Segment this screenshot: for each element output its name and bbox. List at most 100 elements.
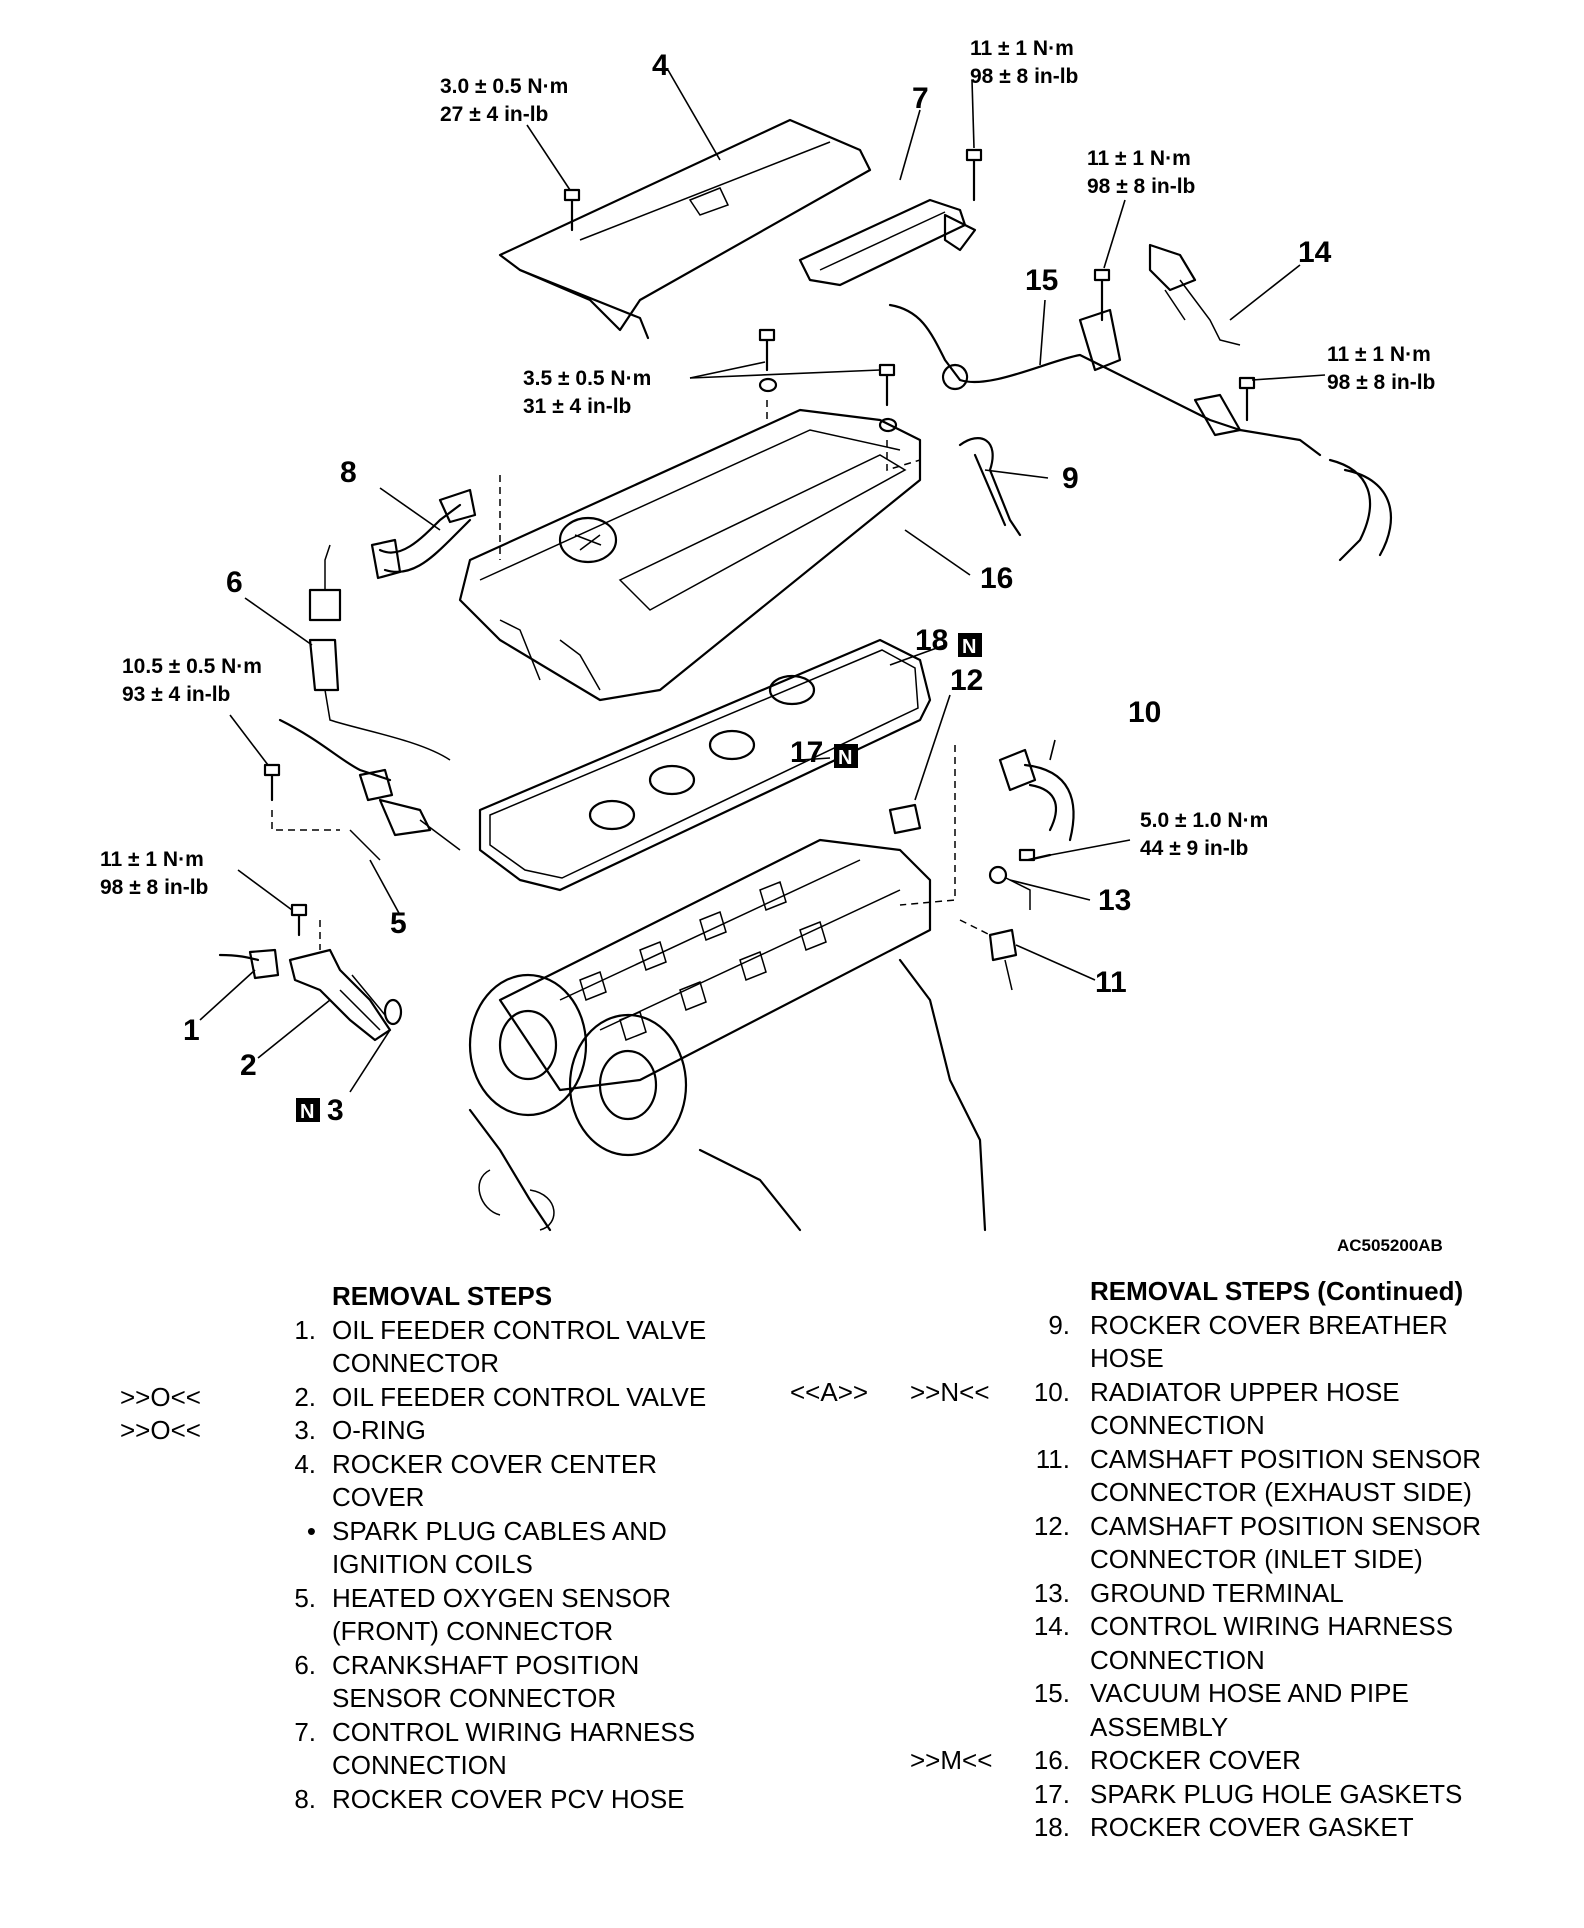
svg-text:N: N (300, 1101, 314, 1123)
step-text: ROCKER COVER GASKET (1090, 1812, 1414, 1842)
torque-2-inlb: 98 ± 8 in-lb (100, 876, 208, 899)
torque-13-inlb: 44 ± 9 in-lb (1140, 837, 1248, 860)
step-number: 11. (1035, 1443, 1070, 1474)
step-text: O-RING (332, 1415, 426, 1445)
callout-1: 1 (183, 1014, 200, 1047)
removal-steps-list: REMOVAL STEPS 1. OIL FEEDER CONTROL VALV… (120, 1280, 760, 1816)
step-2: >>O<< 2. OIL FEEDER CONTROL VALVE (120, 1381, 760, 1415)
step-text: CONTROL WIRING HARNESS CONNECTION (332, 1716, 696, 1781)
new-part-mark-3: N (296, 1098, 320, 1123)
callout-16: 16 (980, 562, 1013, 595)
step-7: 7. CONTROL WIRING HARNESS CONNECTION (120, 1716, 760, 1783)
step-number: 18. (1033, 1812, 1070, 1842)
callout-9: 9 (1062, 462, 1079, 495)
step-text: OIL FEEDER CONTROL VALVE (332, 1381, 707, 1412)
step-text: OIL FEEDER CONTROL VALVE CONNECTOR (332, 1314, 707, 1379)
step-text: ROCKER COVER PCV HOSE (332, 1783, 685, 1814)
step-mark: >>O<< (120, 1415, 201, 1445)
exploded-parts-diagram: 4 7 14 15 8 9 6 16 18 12 10 17 5 13 11 1… (100, 37, 1443, 1255)
step-number: 6. (294, 1649, 316, 1680)
torque-7-inlb: 98 ± 8 in-lb (970, 65, 1078, 88)
leader-lines (199, 69, 1326, 1093)
figure-reference-id: AC505200AB (1337, 1236, 1443, 1255)
callout-3: 3 (327, 1094, 344, 1127)
step-12: 12. CAMSHAFT POSITION SENSOR CONNECTOR (… (790, 1510, 1580, 1577)
callout-13: 13 (1098, 884, 1131, 917)
step-number: 3. (294, 1415, 316, 1445)
step-number: 8. (294, 1783, 316, 1814)
step-text: GROUND TERMINAL (1090, 1577, 1344, 1608)
torque-16-inlb: 31 ± 4 in-lb (523, 395, 631, 418)
step-17: 17. SPARK PLUG HOLE GASKETS (790, 1778, 1580, 1812)
callout-11: 11 (1095, 966, 1127, 999)
step-text: HEATED OXYGEN SENSOR (FRONT) CONNECTOR (332, 1582, 672, 1647)
engine-line-art (218, 118, 1393, 1232)
step-text: CAMSHAFT POSITION SENSOR CONNECTOR (EXHA… (1090, 1443, 1482, 1508)
step-10: <<A>> >>N<< 10. RADIATOR UPPER HOSE CONN… (790, 1376, 1580, 1443)
step-text: ROCKER COVER (1090, 1745, 1301, 1775)
svg-text:N: N (838, 747, 852, 769)
torque-2-nm: 11 ± 1 N·m (100, 848, 204, 871)
step-text: SPARK PLUG HOLE GASKETS (1090, 1778, 1463, 1809)
step-11: 11. CAMSHAFT POSITION SENSOR CONNECTOR (… (790, 1443, 1580, 1510)
callout-8: 8 (340, 456, 357, 489)
step-number: 12. (1033, 1510, 1070, 1541)
callout-6: 6 (226, 566, 243, 599)
torque-6-nm: 10.5 ± 0.5 N·m (122, 655, 262, 678)
step-mark-remove: >>N<< (910, 1376, 990, 1407)
step-4: 4. ROCKER COVER CENTER COVER (120, 1448, 760, 1515)
callout-labels: 4 7 14 15 8 9 6 16 18 12 10 17 5 13 11 1… (183, 49, 1332, 1127)
torque-14-inlb: 98 ± 8 in-lb (1327, 371, 1435, 394)
step-text: VACUUM HOSE AND PIPE ASSEMBLY (1090, 1678, 1409, 1742)
callout-18: 18 (915, 624, 948, 657)
step-6: 6. CRANKSHAFT POSITION SENSOR CONNECTOR (120, 1649, 760, 1716)
step-mark-install: <<A>> (790, 1376, 869, 1407)
callout-4: 4 (652, 49, 669, 82)
step-bullet: • SPARK PLUG CABLES AND IGNITION COILS (120, 1515, 760, 1582)
step-text: CONTROL WIRING HARNESS CONNECTION (1090, 1611, 1454, 1675)
torque-14-nm: 11 ± 1 N·m (1327, 343, 1431, 366)
step-16: >>M<< 16. ROCKER COVER (790, 1744, 1580, 1778)
torque-6-inlb: 93 ± 4 in-lb (122, 683, 230, 706)
step-number: 13. (1033, 1577, 1070, 1608)
torque-7-nm: 11 ± 1 N·m (970, 37, 1074, 60)
callout-5: 5 (390, 907, 407, 940)
step-9: 9. ROCKER COVER BREATHER HOSE (790, 1309, 1580, 1376)
step-number: 7. (294, 1716, 316, 1747)
torque-15-inlb: 98 ± 8 in-lb (1087, 175, 1195, 198)
new-part-mark-18: N (958, 633, 982, 658)
step-number: 5. (294, 1582, 316, 1613)
step-text: CAMSHAFT POSITION SENSOR CONNECTOR (INLE… (1090, 1510, 1482, 1575)
step-number: 2. (294, 1381, 316, 1412)
callout-7: 7 (912, 82, 929, 115)
callout-17: 17 (790, 736, 823, 769)
step-1: 1. OIL FEEDER CONTROL VALVE CONNECTOR (120, 1314, 760, 1381)
callout-2: 2 (240, 1049, 257, 1082)
step-number: 14. (1033, 1611, 1070, 1641)
step-text: RADIATOR UPPER HOSE CONNECTION (1090, 1376, 1400, 1441)
removal-steps-continued-title: REMOVAL STEPS (Continued) (1090, 1276, 1464, 1306)
step-number: 16. (1033, 1745, 1070, 1775)
callout-12: 12 (950, 664, 983, 697)
torque-16-nm: 3.5 ± 0.5 N·m (523, 367, 651, 390)
removal-steps-continued-list: REMOVAL STEPS (Continued) 9. ROCKER COVE… (790, 1275, 1580, 1845)
bullet-icon: • (306, 1515, 316, 1546)
torque-4-inlb: 27 ± 4 in-lb (440, 103, 548, 126)
step-mark: >>O<< (120, 1381, 201, 1412)
step-3: >>O<< 3. O-RING (120, 1414, 760, 1448)
step-text: SPARK PLUG CABLES AND IGNITION COILS (332, 1515, 667, 1580)
step-number: 17. (1033, 1778, 1070, 1809)
callout-10: 10 (1128, 696, 1161, 729)
step-8: 8. ROCKER COVER PCV HOSE (120, 1783, 760, 1817)
callout-14: 14 (1298, 236, 1332, 269)
step-number: 1. (294, 1314, 316, 1345)
step-number: 15. (1033, 1678, 1070, 1708)
torque-13-nm: 5.0 ± 1.0 N·m (1140, 809, 1268, 832)
step-18: 18. ROCKER COVER GASKET (790, 1811, 1580, 1845)
torque-15-nm: 11 ± 1 N·m (1087, 147, 1191, 170)
step-number: 9. (1048, 1309, 1070, 1340)
step-15: 15. VACUUM HOSE AND PIPE ASSEMBLY (790, 1677, 1580, 1744)
step-text: CRANKSHAFT POSITION SENSOR CONNECTOR (332, 1649, 640, 1714)
callout-15: 15 (1025, 264, 1058, 297)
step-number: 4. (294, 1448, 316, 1479)
